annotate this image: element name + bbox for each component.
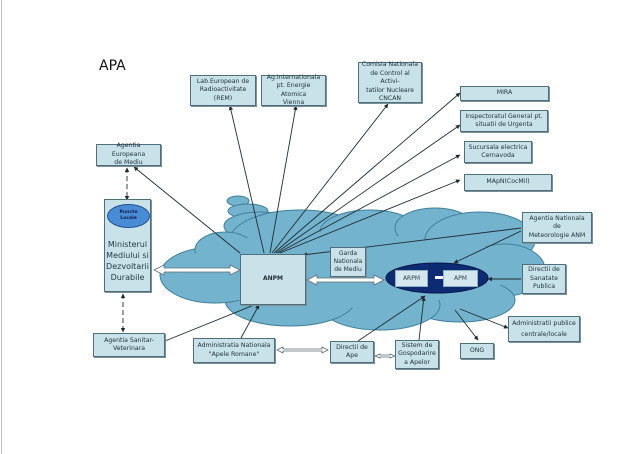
arrow-oval-ong bbox=[454, 309, 479, 341]
double-arrow-anar-da bbox=[276, 346, 329, 354]
arrow-anpm-mapn bbox=[279, 179, 461, 254]
node-label: Sucursala electrica Cernavoda bbox=[468, 143, 528, 159]
arrow-anpm-cncan bbox=[271, 103, 389, 254]
node-directii-ape: Directii de Ape bbox=[330, 341, 374, 363]
node-label: Directii de Ape bbox=[336, 343, 368, 359]
node-lab-european: Lab.European de Radioactivitate (REM) bbox=[190, 75, 256, 106]
node-label: ANPM bbox=[262, 275, 284, 283]
arrow-asv-anpm bbox=[164, 302, 260, 342]
arrow-anpm-ag bbox=[269, 105, 298, 254]
node-apm: APM bbox=[443, 270, 478, 287]
node-agentia-meteo: Agentia Nationala de Meteorologie ANM bbox=[522, 212, 592, 243]
node-mapn: MApN(CocMil) bbox=[464, 174, 552, 191]
node-arpm: ARPM bbox=[395, 270, 428, 287]
node-admin-publice: Administratii publice centrale/locale bbox=[508, 316, 580, 342]
arpm-apm-link bbox=[435, 276, 445, 279]
node-label: Ag.Internationala pt. Energie Atomica Vi… bbox=[266, 73, 321, 106]
node-agentia-europeana: Agentia Europeana de Mediu bbox=[96, 142, 161, 167]
node-label: APM bbox=[454, 275, 467, 282]
double-arrow-da-sga bbox=[373, 353, 397, 359]
node-igsu: Inspectoratul General pt. situatii de Ur… bbox=[460, 110, 548, 132]
node-label: Administratia Nationala "Apele Romane" bbox=[197, 342, 271, 358]
node-label: Puncte Locale bbox=[119, 210, 138, 221]
arrow-anm-apm bbox=[453, 230, 522, 264]
node-label: Comisia Nationala de Control al Activi- … bbox=[361, 61, 419, 103]
node-label: ARPM bbox=[402, 275, 421, 282]
node-label: Sistem de Gospodarire a Apelor bbox=[398, 341, 436, 366]
arrow-anpm-mira bbox=[273, 92, 461, 254]
arrow-anpm-igsu bbox=[275, 124, 461, 254]
node-anpm: ANPM bbox=[240, 254, 306, 305]
node-label: Lab.European de Radioactivitate (REM) bbox=[196, 77, 250, 102]
node-ong: ONG bbox=[460, 343, 494, 359]
node-mira: MIRA bbox=[460, 86, 549, 101]
arrow-anpm-lab bbox=[228, 105, 265, 254]
node-agentia-sanitar: Agentia Sanitar- Veterinara bbox=[93, 333, 165, 357]
node-puncte-locale: Puncte Locale bbox=[107, 204, 150, 228]
node-label: Directii de Sanatate Publica bbox=[528, 266, 560, 291]
node-label: Ministerul Mediului si Dezvoltarii Durab… bbox=[106, 240, 149, 282]
node-cncan: Comisia Nationala de Control al Activi- … bbox=[358, 61, 422, 103]
node-label: Agentia Europeana de Mediu bbox=[111, 142, 146, 167]
arrow-oval-admin bbox=[459, 308, 509, 329]
node-sistem-gospodarire: Sistem de Gospodarire a Apelor bbox=[395, 340, 439, 369]
node-garda: Garda Nationala de Mediu bbox=[330, 247, 366, 277]
node-label: MIRA bbox=[496, 89, 513, 97]
node-directii-sanatate: Directii de Sanatate Publica bbox=[522, 264, 566, 294]
node-cernavoda: Sucursala electrica Cernavoda bbox=[464, 141, 532, 163]
node-label: Garda Nationala de Mediu bbox=[333, 250, 363, 273]
double-arrow-anpm-garda bbox=[306, 274, 385, 286]
arrow-da-oval bbox=[357, 295, 426, 342]
node-label: ONG bbox=[469, 346, 485, 354]
arrow-sga-oval bbox=[418, 296, 426, 341]
node-ag-internationala: Ag.Internationala pt. Energie Atomica Vi… bbox=[261, 73, 326, 106]
page-left-border bbox=[1, 0, 2, 454]
node-label: MApN(CocMil) bbox=[486, 178, 530, 186]
node-label: Agentia Nationala de Meteorologie ANM bbox=[528, 214, 586, 239]
node-admin-apele: Administratia Nationala "Apele Romane" bbox=[193, 338, 275, 363]
node-label: Inspectoratul General pt. situatii de Ur… bbox=[465, 112, 543, 128]
node-label: Agentia Sanitar- Veterinara bbox=[104, 336, 154, 352]
arrow-anpm-cernavoda bbox=[277, 154, 461, 254]
connector-lines bbox=[120, 92, 522, 342]
node-label: Administratii publice centrale/locale bbox=[512, 320, 576, 338]
arrow-anar-anpm bbox=[240, 304, 260, 339]
arrow-anpm-eea bbox=[133, 166, 241, 254]
diagram-title: APA bbox=[99, 58, 126, 74]
